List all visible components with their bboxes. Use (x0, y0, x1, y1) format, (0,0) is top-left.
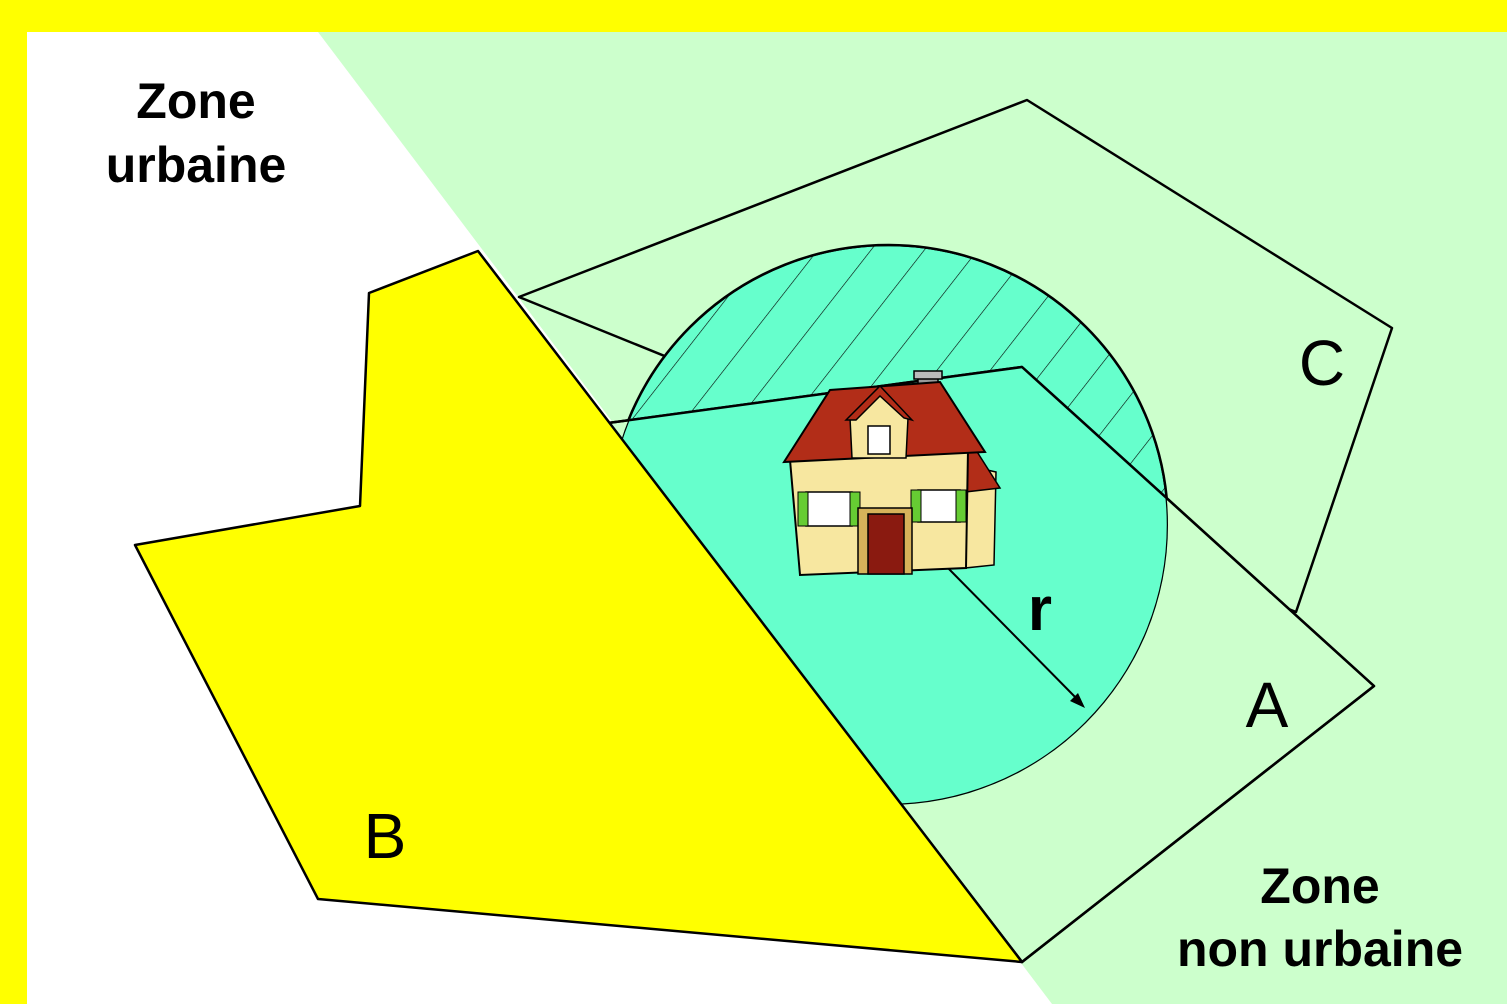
parcel-c-label: C (1299, 327, 1345, 399)
non-urban-zone-label-line2: non urbaine (1177, 921, 1463, 977)
urban-zone-label-line1: Zone (136, 73, 255, 129)
radius-label: r (1028, 575, 1052, 644)
radius-arrow (944, 564, 1085, 708)
urban-zone-label-line2: urbaine (106, 137, 287, 193)
parcel-a-label: A (1246, 669, 1289, 741)
non-urban-zone-label-line1: Zone (1260, 858, 1379, 914)
parcel-b-label: B (364, 800, 407, 872)
house-icon (782, 370, 1002, 577)
parcel-b (133, 249, 1024, 964)
